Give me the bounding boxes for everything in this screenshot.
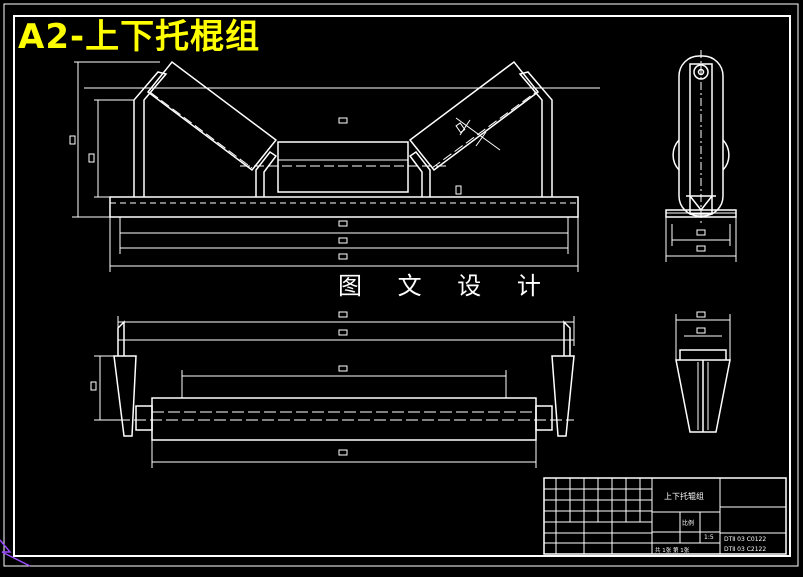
title-block-text: 上下托辊组 比例 1:5 共 1张 第 1张 DTⅡ 03 C0122 DTⅡ … xyxy=(655,491,766,554)
sheet-count: 共 1张 第 1张 xyxy=(655,546,690,554)
outer-frame xyxy=(3,3,799,567)
end-view xyxy=(675,311,731,433)
scale-label: 比例 xyxy=(682,519,694,527)
side-view xyxy=(665,50,737,262)
plan-view xyxy=(90,311,575,468)
corner-marker-icon xyxy=(0,539,31,567)
watermark-text: 图 文 设 计 xyxy=(338,272,555,300)
drawing-number-2: DTⅡ 03 C2122 xyxy=(724,546,766,553)
inner-frame xyxy=(13,15,791,557)
scale-value: 1:5 xyxy=(704,534,714,541)
drawing-title: A2-上下托棍组 xyxy=(18,17,261,57)
drawing-name: 上下托辊组 xyxy=(664,491,704,501)
title-block xyxy=(543,477,787,555)
front-view xyxy=(69,60,600,272)
drawing-number-1: DTⅡ 03 C0122 xyxy=(724,536,766,543)
